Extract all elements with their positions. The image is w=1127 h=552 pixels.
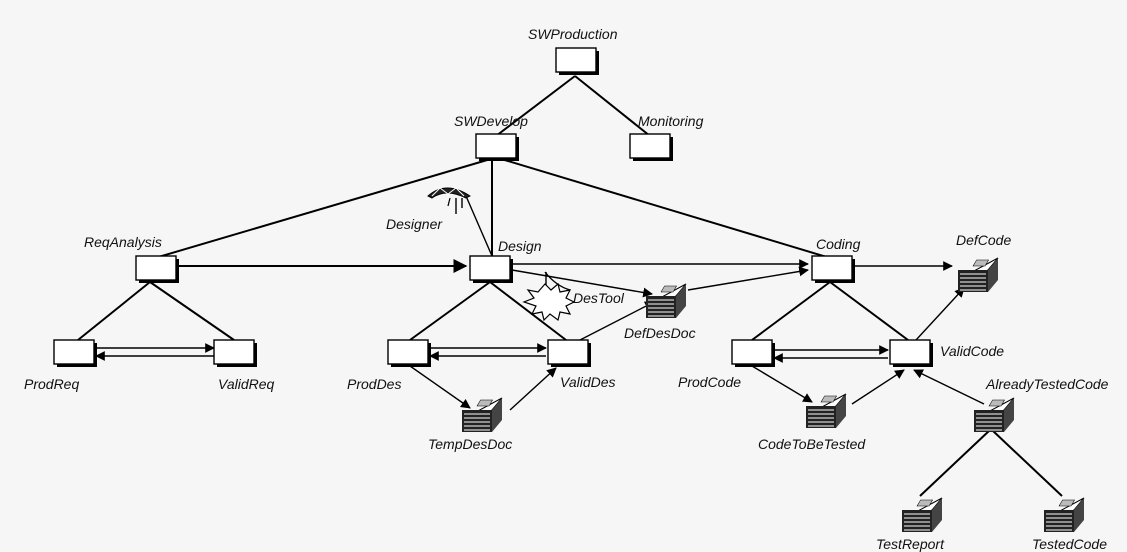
edge-tempdesdoc-validdes (509, 367, 557, 411)
node-prodcode (731, 339, 776, 368)
node-design (469, 255, 514, 284)
label-defdesdoc: DefDesDoc (624, 325, 696, 341)
edge-codetobetested-validcode (851, 369, 905, 405)
label-destool: DesTool (573, 290, 624, 306)
label-swproduction: SWProduction (528, 26, 618, 42)
label-coding: Coding (816, 236, 861, 252)
edge-alreadytested-testreport (919, 429, 991, 497)
edge-reqanalysis-validreq (149, 281, 235, 341)
edge-swdevelop-coding (497, 157, 831, 259)
edge-prodcode-codetobetested (751, 365, 813, 403)
node-validcode (889, 339, 934, 368)
edge-proddes-tempdesdoc (409, 365, 471, 409)
node-swdevelop (475, 133, 520, 162)
doc-alreadytestedcode-icon (973, 397, 1015, 433)
label-prodreq: ProdReq (24, 376, 80, 392)
doc-tempdesdoc-icon (461, 397, 503, 433)
label-swdevelop: SWDevelop (454, 113, 528, 129)
label-testreport: TestReport (876, 536, 944, 552)
label-testedcode: TestedCode (1032, 536, 1107, 552)
edge-validdes-defdesdoc (579, 301, 655, 341)
node-reqanalysis (135, 255, 180, 284)
label-alreadytestedcode: AlreadyTestedCode (986, 376, 1109, 392)
label-validdes: ValidDes (560, 374, 616, 390)
doc-testreport-icon (901, 497, 943, 533)
edge-alreadytested-testedcode (991, 429, 1063, 497)
process-nodes (53, 47, 934, 368)
edge-defdesdoc-coding (687, 266, 809, 291)
node-prodreq (53, 339, 98, 368)
node-validreq (213, 339, 258, 368)
edge-designer-design (465, 195, 493, 257)
destool-icon (522, 282, 576, 322)
doc-testedcode-icon (1043, 497, 1085, 533)
edge-validcode-defcode (915, 287, 965, 341)
edge-design-validdes (489, 281, 567, 341)
label-reqanalysis: ReqAnalysis (84, 234, 162, 250)
node-coding (811, 255, 856, 284)
doc-codetobetested-icon (805, 393, 847, 429)
label-monitoring: Monitoring (638, 113, 704, 129)
designer-icon (427, 187, 471, 214)
edges (77, 75, 1063, 497)
edge-coding-prodcode (751, 281, 831, 341)
label-tempdesdoc: TempDesDoc (428, 436, 513, 452)
doc-defdesdoc-icon (645, 283, 687, 319)
edge-swproduction-swdevelop (495, 75, 576, 137)
edge-design-proddes (409, 281, 491, 341)
label-designer: Designer (386, 216, 443, 232)
edge-swproduction-monitoring (574, 75, 651, 137)
edge-reqanalysis-prodreq (77, 281, 151, 341)
edge-swdevelop-reqanalysis (154, 157, 495, 259)
label-proddes: ProdDes (347, 376, 402, 392)
node-proddes (387, 339, 432, 368)
edge-destool-arc (544, 271, 571, 291)
edge-coding-validcode (829, 281, 909, 341)
edge-alreadytested-validcode (913, 369, 985, 405)
node-monitoring (629, 133, 674, 162)
edge-design-defdesdoc (511, 269, 653, 298)
node-swproduction (555, 47, 600, 76)
doc-defcode-icon (957, 257, 999, 293)
label-codetobetested: CodeToBeTested (758, 436, 866, 452)
label-validcode: ValidCode (940, 343, 1005, 359)
label-defcode: DefCode (956, 232, 1012, 248)
label-validreq: ValidReq (218, 376, 275, 392)
node-validdes (547, 339, 592, 368)
label-design: Design (498, 238, 542, 254)
label-prodcode: ProdCode (678, 374, 742, 390)
